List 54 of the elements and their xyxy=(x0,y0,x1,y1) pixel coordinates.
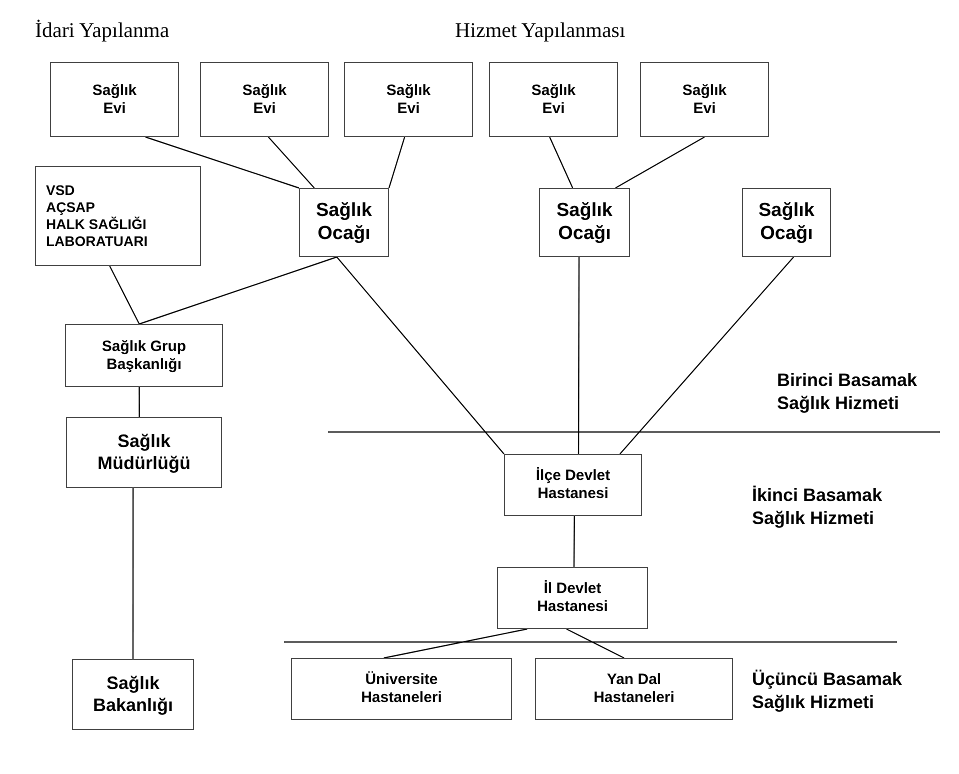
org-box xyxy=(742,188,831,257)
connector-line xyxy=(384,628,528,659)
org-box xyxy=(200,62,329,137)
box-label: Sağlık Grup Başkanlığı xyxy=(100,338,188,374)
level-label: Birinci Basamak Sağlık Hizmeti xyxy=(777,369,918,416)
org-box xyxy=(35,166,201,266)
level-label: Üçüncü Basamak Sağlık Hizmeti xyxy=(752,668,904,714)
level-label: İkinci Basamak Sağlık Hizmeti xyxy=(752,484,884,530)
box-label: Sağlık Evi xyxy=(241,82,288,118)
box-label: HALK SAĞLIĞI LABORATUARI xyxy=(46,216,149,250)
column-heading: İdari Yapılanma xyxy=(35,18,170,43)
connector-line xyxy=(549,136,574,188)
connector-line xyxy=(138,387,140,417)
box-label: Sağlık Evi xyxy=(385,82,432,118)
org-box xyxy=(50,62,179,137)
org-box xyxy=(72,659,194,730)
org-box xyxy=(640,62,769,137)
connector-line xyxy=(573,516,575,567)
box-label: Sağlık Ocağı xyxy=(556,200,614,246)
connector-line xyxy=(336,256,504,454)
box-label: Sağlık Ocağı xyxy=(758,200,816,246)
connector-line xyxy=(619,256,794,454)
box-label: Sağlık Evi xyxy=(91,82,138,118)
box-label: Sağlık Müdürlüğü xyxy=(96,430,192,474)
org-box xyxy=(504,454,642,516)
box-label: VSD xyxy=(46,182,75,200)
connector-line xyxy=(132,488,134,659)
org-box xyxy=(299,188,389,257)
org-box xyxy=(535,658,733,720)
connector-line xyxy=(578,257,580,454)
org-box xyxy=(539,188,630,257)
box-label: Sağlık Evi xyxy=(530,82,577,118)
connector-line xyxy=(139,256,337,325)
connector-line xyxy=(109,266,140,324)
org-box xyxy=(65,324,223,387)
column-heading: Hizmet Yapılanması xyxy=(455,18,626,43)
org-box xyxy=(489,62,618,137)
org-box xyxy=(291,658,512,720)
box-label: Yan Dal Hastaneleri xyxy=(592,671,676,707)
box-label: İlçe Devlet Hastanesi xyxy=(534,467,612,503)
connector-line xyxy=(566,628,624,659)
box-label: AÇSAP xyxy=(46,199,96,216)
connector-line xyxy=(615,136,705,189)
box-label: Sağlık Bakanlığı xyxy=(92,672,174,716)
box-label: Üniversite Hastaneleri xyxy=(360,671,443,707)
box-label: Sağlık Evi xyxy=(681,82,728,118)
org-box xyxy=(66,417,222,488)
connector-line xyxy=(145,136,300,189)
box-label: Sağlık Ocağı xyxy=(315,200,373,246)
connector-line xyxy=(388,136,406,188)
org-box xyxy=(344,62,473,137)
box-label: İl Devlet Hastanesi xyxy=(536,580,609,616)
connector-line xyxy=(268,136,315,188)
org-box xyxy=(497,567,648,629)
